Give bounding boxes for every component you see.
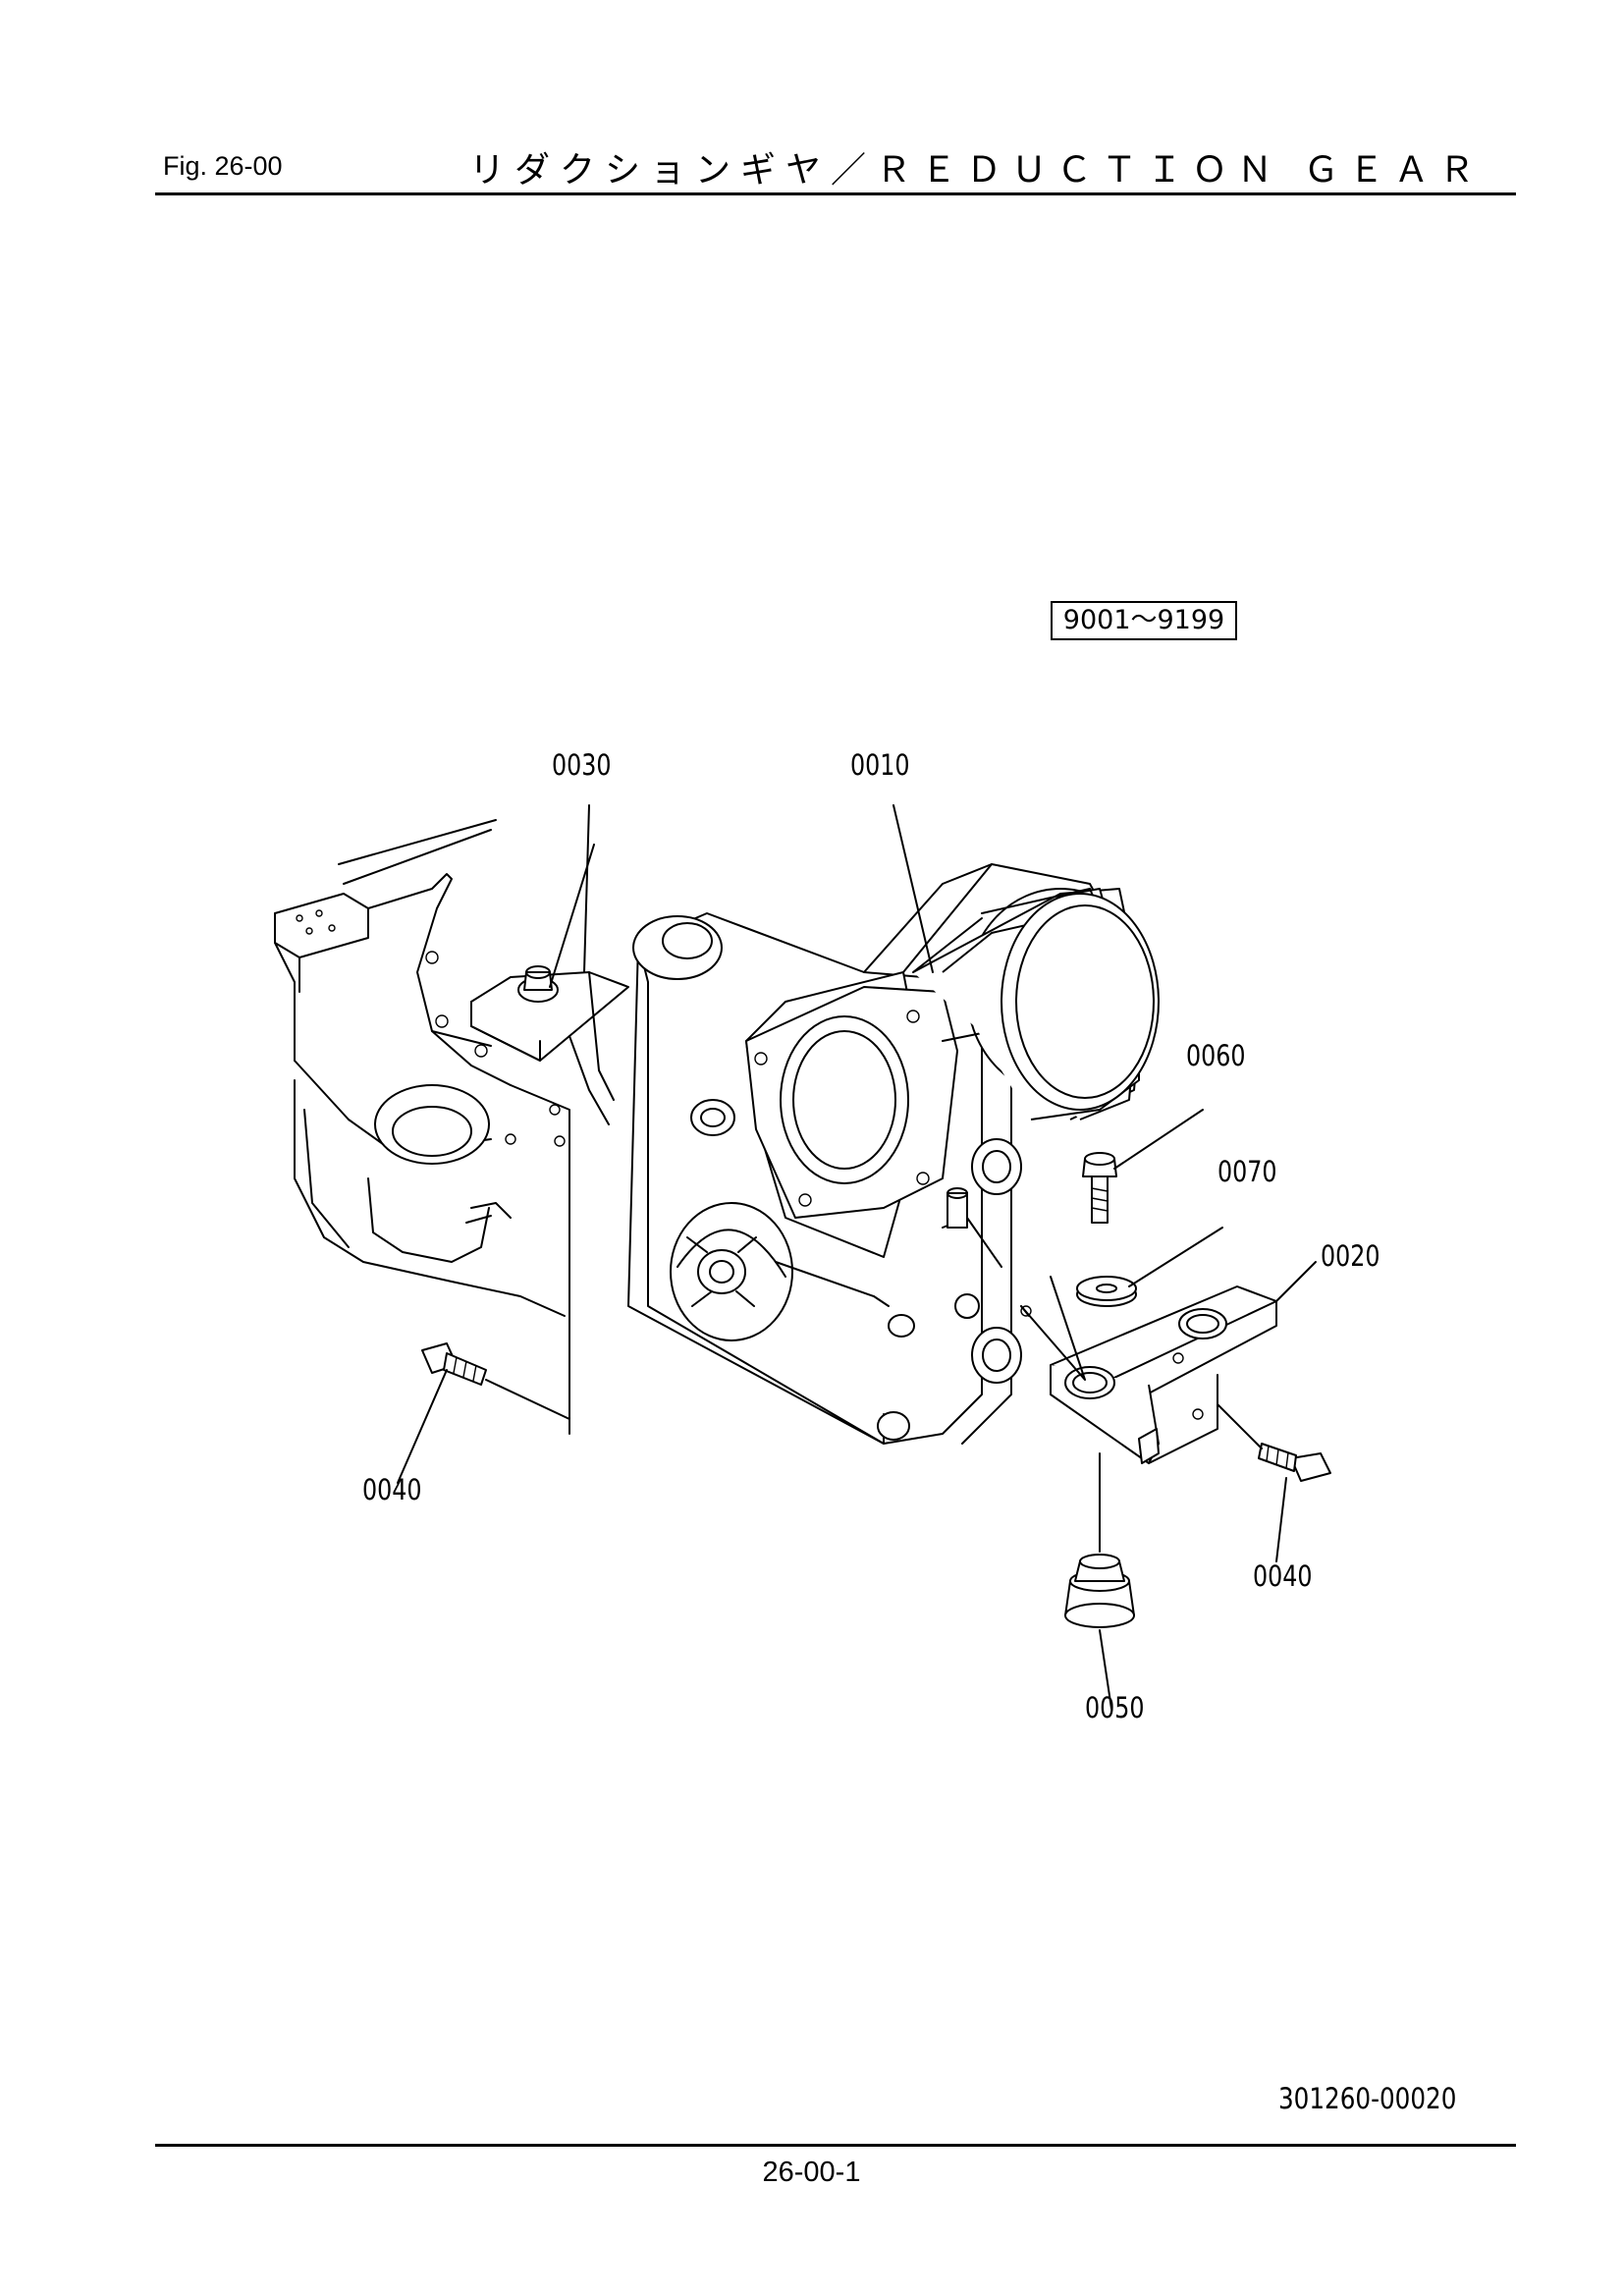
header-rule — [155, 192, 1516, 195]
figure-title: リダクションギヤ／ＲＥＤＵＣＴＩＯＮ ＧＥＡＲ — [469, 150, 1485, 191]
serial-range-box: 9001～9199 — [1051, 601, 1237, 640]
washer-drawing — [1076, 1276, 1137, 1307]
callout-0050: 0050 — [1085, 1691, 1145, 1724]
stay-plate-drawing — [470, 965, 629, 1125]
bolt-left-drawing — [421, 1342, 487, 1386]
callout-0040-left: 0040 — [362, 1473, 422, 1506]
mount-bracket-drawing — [1050, 1285, 1277, 1464]
bolt-upper-drawing — [1082, 1152, 1117, 1224]
footer-rule — [155, 2144, 1516, 2147]
callout-0070: 0070 — [1217, 1155, 1277, 1188]
leader-lines — [397, 804, 1317, 1710]
cushion-drawing — [1064, 1452, 1135, 1628]
callout-0010: 0010 — [850, 748, 910, 782]
gear-case-drawing — [627, 863, 1160, 1445]
callout-0060: 0060 — [1186, 1039, 1246, 1072]
bolt-right-drawing — [1258, 1443, 1331, 1482]
callout-0020: 0020 — [1321, 1239, 1380, 1273]
callout-0030: 0030 — [552, 748, 612, 782]
page-number: 26-00-1 — [762, 2157, 861, 2188]
callout-0040-right: 0040 — [1253, 1559, 1313, 1593]
frame-bracket-drawing — [274, 819, 570, 1435]
drawing-number: 301260-00020 — [1278, 2082, 1457, 2115]
figure-number: Fig. 26-00 — [163, 151, 283, 181]
page-header: Fig. 26-00 リダクションギヤ／ＲＥＤＵＣＴＩＯＮ ＧＥＡＲ — [155, 137, 1515, 196]
